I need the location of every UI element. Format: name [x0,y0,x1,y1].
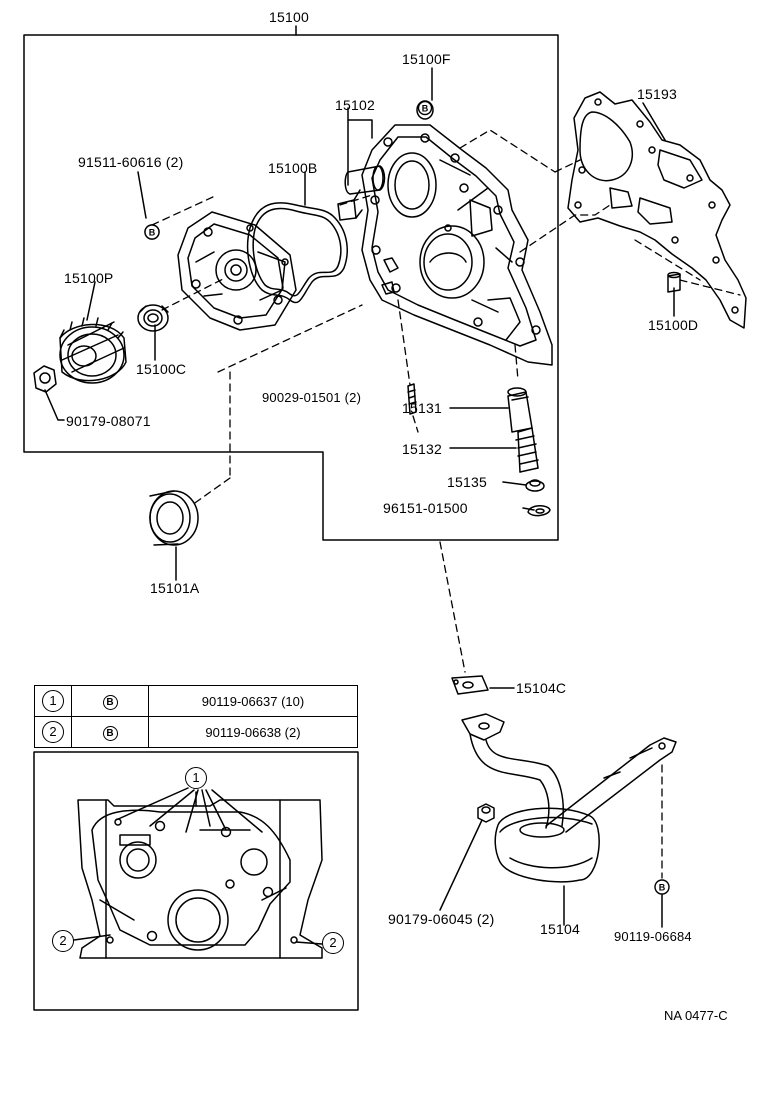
inset-callout-2-left: 2 [52,930,74,952]
spring-15132 [515,427,539,473]
drawing-reference-code: NA 0477-C [664,1008,728,1023]
label-bolt-91511: 91511-60616 (2) [78,154,184,170]
label-rotor-15100p: 15100P [64,270,114,286]
label-pin-15100d: 15100D [648,317,699,333]
label-stud-90029: 90029-01501 (2) [262,390,362,405]
rotor-15100p [59,317,127,384]
label-bearing-15100c: 15100C [136,361,187,377]
legend-number: 2 [42,721,64,743]
retainer-15135 [525,479,545,492]
label-bolt-90119-06684: 90119-06684 [614,929,692,944]
strainer-15104 [461,713,677,883]
bearing-15100c [137,304,169,332]
timing-cover-main [361,124,553,366]
inset-callout-2-right: 2 [322,932,344,954]
svg-text:B: B [149,228,156,238]
label-retainer-15135: 15135 [447,474,487,490]
label-oring-15100b: 15100B [268,160,318,176]
label-assembly-15100: 15100 [269,9,309,25]
inset-drawing [33,751,359,1011]
stud-90029-01501 [407,383,417,415]
label-gasket-15193: 15193 [637,86,677,102]
inset-callout-1: 1 [185,767,207,789]
strainer-gasket-15104c [451,675,489,695]
b-marker-icon: B [102,694,118,710]
legend-row: 2 B 90119-06638 (2) [34,716,358,748]
nut-90179-06045 [477,803,495,823]
legend-part-number: 90119-06637 (10) [148,685,358,717]
assembly-frame [23,34,559,541]
b-marker-icons: B B B [144,100,670,895]
label-pin-15102: 15102 [335,97,375,113]
label-strainer-gasket-15104c: 15104C [516,680,567,696]
label-nut-90179-06045: 90179-06045 (2) [388,911,495,927]
gasket-15193 [567,91,747,329]
legend-number: 1 [42,690,64,712]
legend-table: 1 B 90119-06637 (10) 2 B 90119-06638 (2) [34,685,358,748]
label-snap-ring-96151: 96151-01500 [383,500,468,516]
oring-15100b [246,202,348,304]
relief-valve-15131 [507,387,533,433]
legend-part-number: 90119-06638 (2) [148,716,358,748]
b-marker-icon: B [102,725,118,741]
label-plug-15100f: 15100F [402,51,451,67]
pin-15100d [667,271,681,293]
legend-row: 1 B 90119-06637 (10) [34,685,358,717]
snap-ring-96151 [527,505,551,517]
svg-text:B: B [659,883,666,893]
label-nut-90179-08071: 90179-08071 [66,413,151,429]
oil-seal-15101a [149,490,199,546]
label-spring-15132: 15132 [402,441,442,457]
oil-pump-body [177,211,297,331]
label-strainer-15104: 15104 [540,921,580,937]
svg-text:B: B [422,104,429,114]
label-oil-seal-15101a: 15101A [150,580,200,596]
nut-90179-08071 [33,365,57,393]
label-relief-valve-15131: 15131 [402,400,442,416]
